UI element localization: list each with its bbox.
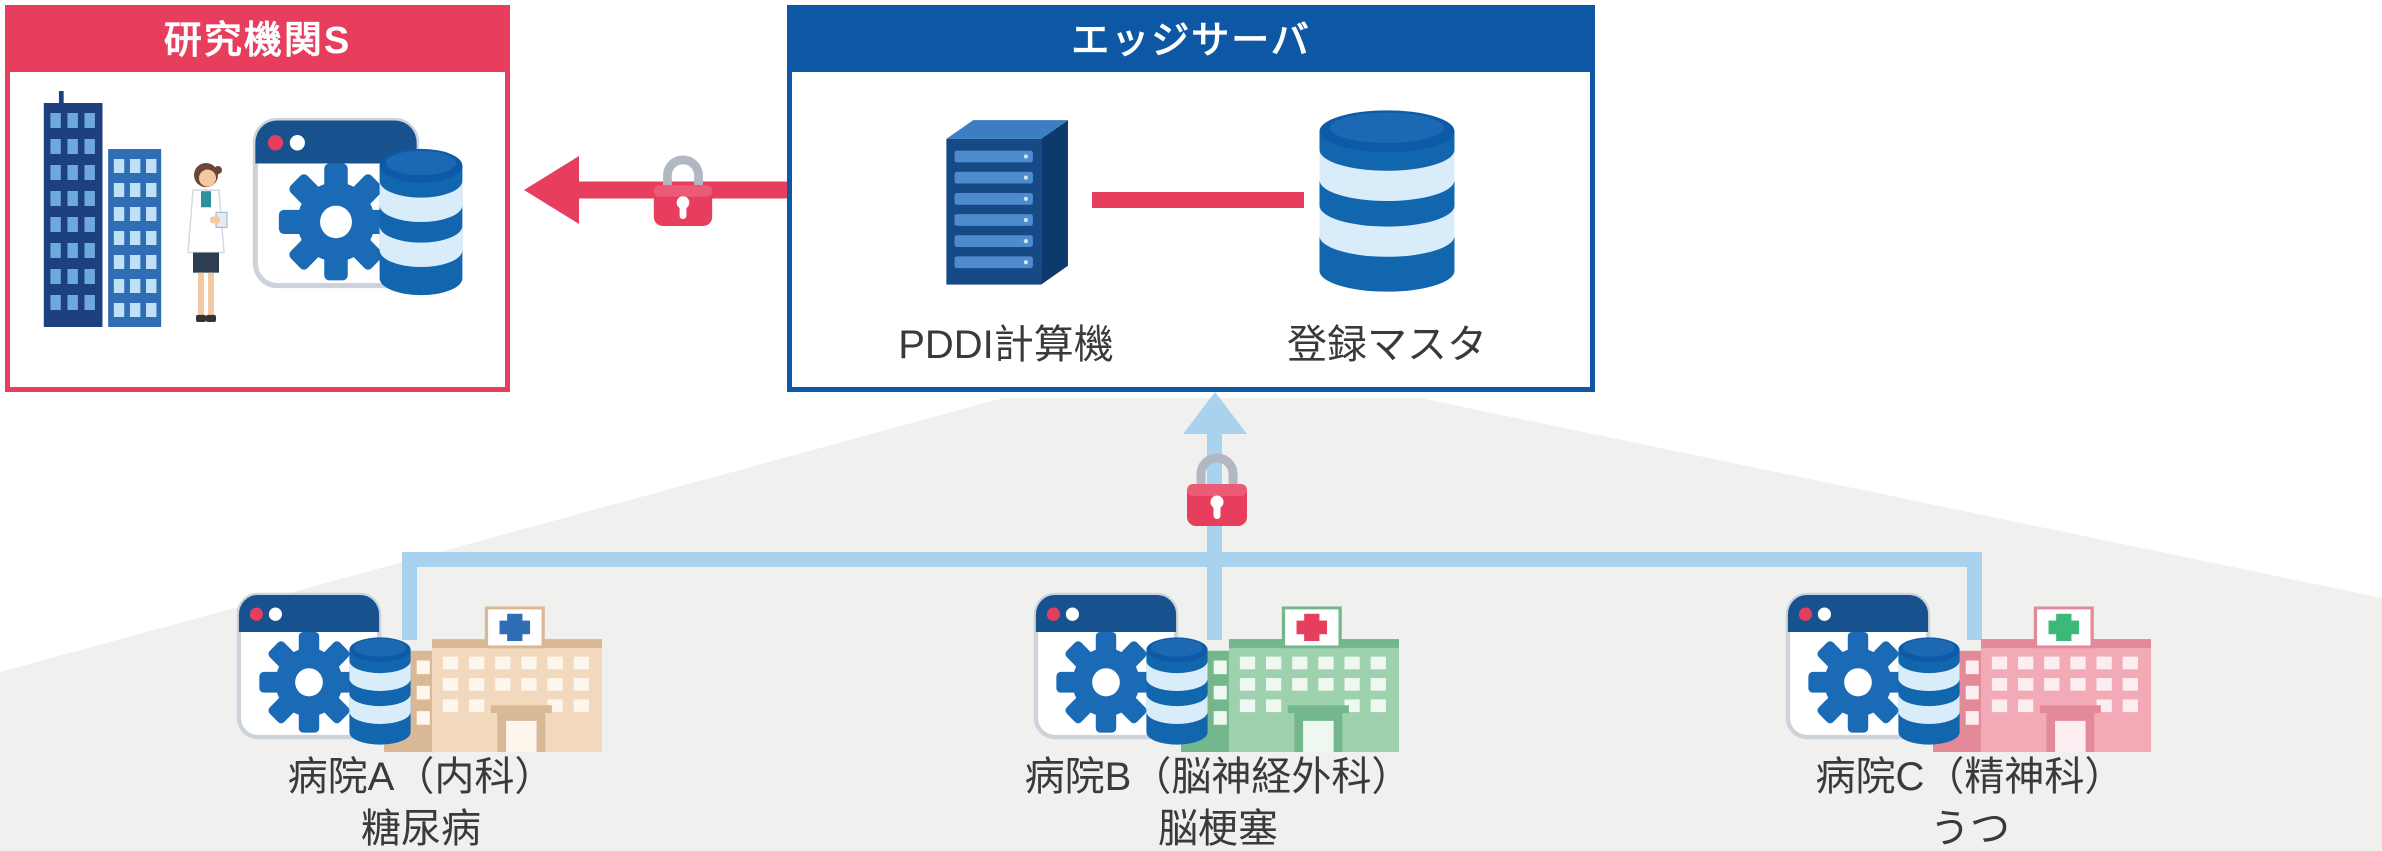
hospital-b-condition: 脳梗塞 xyxy=(1158,807,1278,851)
database-icon xyxy=(349,637,411,745)
lock-icon-upload xyxy=(1181,446,1253,530)
connector-vertical-hospital-b xyxy=(1207,428,1222,640)
hospital-a-condition: 糖尿病 xyxy=(361,807,481,851)
researcher-icon xyxy=(187,162,228,323)
hospital-a-name: 病院A（内科） xyxy=(287,755,555,799)
database-icon xyxy=(1898,637,1960,745)
hospital-building-icon xyxy=(1181,607,1399,752)
office-buildings-icon xyxy=(43,91,162,327)
connector-stub-hospital-c xyxy=(1967,552,1982,640)
connector-stub-hospital-a xyxy=(402,552,417,640)
pddi-computer-label: PDDI計算機 xyxy=(898,323,1114,367)
database-icon xyxy=(379,148,463,296)
lock-icon-export xyxy=(648,148,718,230)
arrow-up-icon xyxy=(1183,392,1247,434)
research-box-body xyxy=(10,72,505,387)
research-box-title: 研究機関S xyxy=(10,10,505,72)
research-box: 研究機関S xyxy=(5,5,510,392)
server-db-connector xyxy=(1092,192,1304,208)
edge-server-box-body: PDDI計算機 登録マスタ xyxy=(792,72,1590,387)
database-icon xyxy=(1319,110,1455,292)
hospital-c-group xyxy=(1785,588,2155,756)
connector-horizontal-line xyxy=(402,552,1975,567)
registration-master-label: 登録マスタ xyxy=(1287,323,1487,367)
hospital-b-name: 病院B（脳神経外科） xyxy=(1024,755,1412,799)
hospital-building-icon xyxy=(384,607,602,752)
database-icon xyxy=(1146,637,1208,745)
server-rack-icon xyxy=(946,120,1068,285)
hospital-a-group xyxy=(236,588,606,756)
hospital-c-name: 病院C（精神科） xyxy=(1815,755,2125,799)
edge-server-box-title: エッジサーバ xyxy=(792,10,1590,72)
edge-server-box: エッジサーバ PDDI計算機 登録マスタ xyxy=(787,5,1595,392)
hospital-c-condition: うつ xyxy=(1930,807,2010,851)
hospital-building-icon xyxy=(1933,607,2151,752)
hospital-b-group xyxy=(1033,588,1403,756)
